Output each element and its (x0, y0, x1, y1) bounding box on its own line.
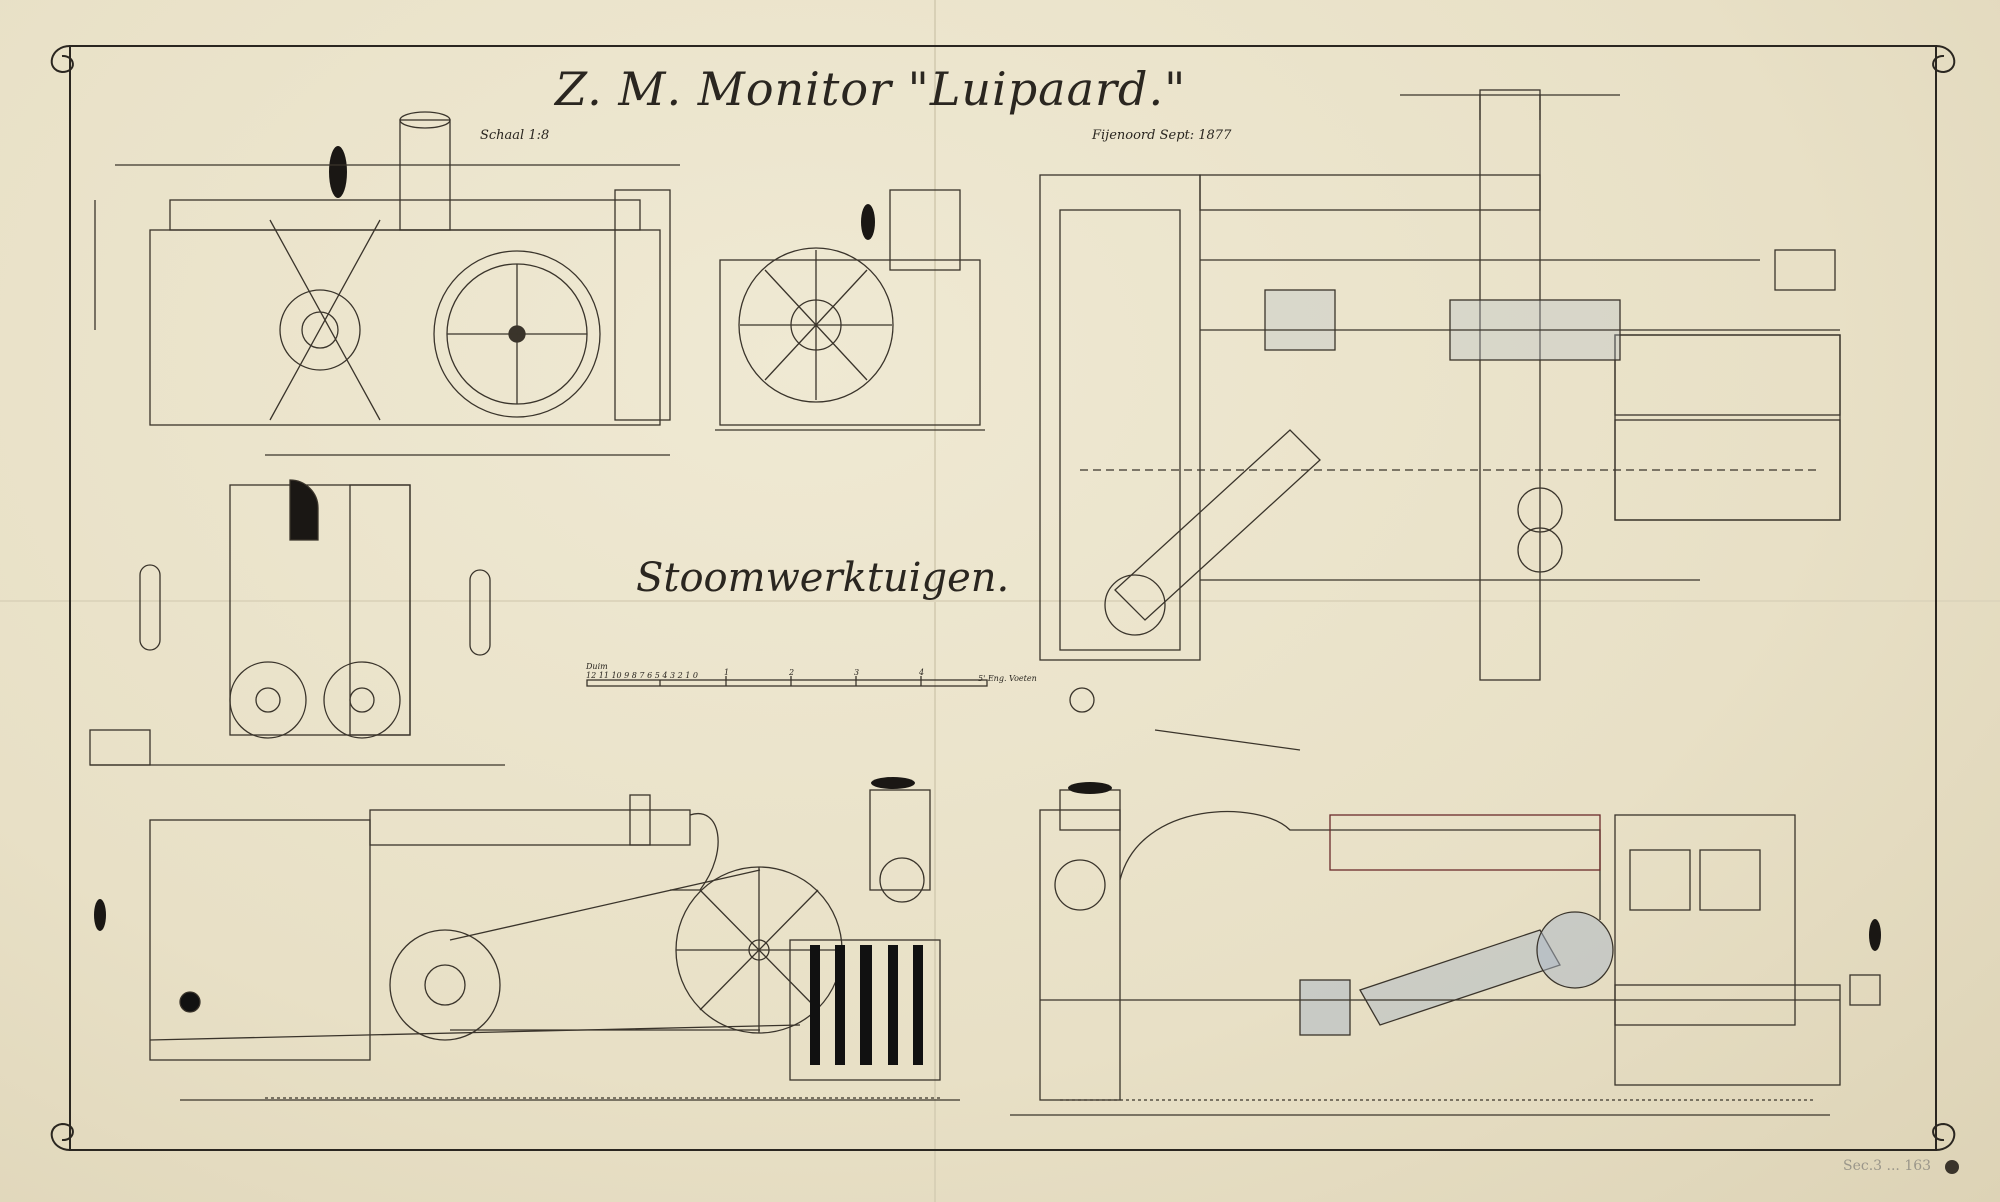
scale-bar (586, 676, 988, 687)
border-frame (69, 45, 1937, 1151)
scale-unit-label: Duim (586, 662, 608, 671)
drawing-subtitle: Stoomwerktuigen. (636, 555, 1010, 601)
bottom-right-elevation (1010, 782, 1881, 1116)
scale-bar-label: Duim 12 11 10 9 8 7 6 5 4 3 2 1 0 (586, 662, 698, 680)
scale-tick-4: 4 (919, 668, 925, 677)
plan-view (1039, 89, 1841, 751)
front-view (89, 479, 505, 766)
place-date: Fijenoord Sept: 1877 (1092, 128, 1232, 143)
archive-stamp: Sec.3 ... 163 (1843, 1158, 1932, 1174)
scale-tick-1: 1 (724, 668, 730, 677)
grate-bars (810, 945, 923, 1065)
scale-tick-3: 3 (854, 668, 860, 677)
scale-small-ticks: 12 11 10 9 8 7 6 5 4 3 2 1 0 (586, 671, 698, 680)
corner-ornaments (50, 45, 1956, 1151)
drawing-title: Z. M. Monitor "Luipaard." (555, 62, 1187, 116)
end-view (715, 189, 985, 431)
archive-seal (1945, 1160, 1959, 1174)
bottom-left-elevation (94, 777, 960, 1101)
scale-end-label: 5' Eng. Voeten (978, 674, 1037, 683)
side-elevation-view (94, 111, 680, 456)
scale-note: Schaal 1:8 (480, 128, 550, 143)
scale-tick-2: 2 (789, 668, 795, 677)
